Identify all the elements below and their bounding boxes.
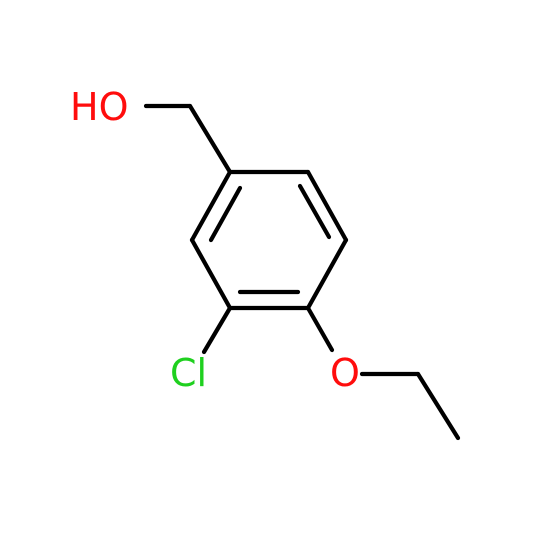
bond-ring-o	[305, 305, 335, 353]
ring-bond-6	[189, 169, 233, 243]
bond-ring-cl	[201, 305, 233, 355]
ring-inner-double-3	[208, 185, 243, 243]
ring-bond-2	[305, 169, 349, 243]
ring-inner-double-1	[297, 183, 332, 240]
ring-bond-5	[189, 237, 233, 311]
bond-ch2-ch3	[415, 371, 461, 441]
ring-bond-3	[305, 237, 349, 311]
atom-label-o: O	[330, 351, 360, 395]
atom-label-cl: Cl	[170, 351, 207, 395]
bond-ch2-ring	[187, 103, 233, 175]
atom-label-ho: HO	[70, 85, 128, 129]
